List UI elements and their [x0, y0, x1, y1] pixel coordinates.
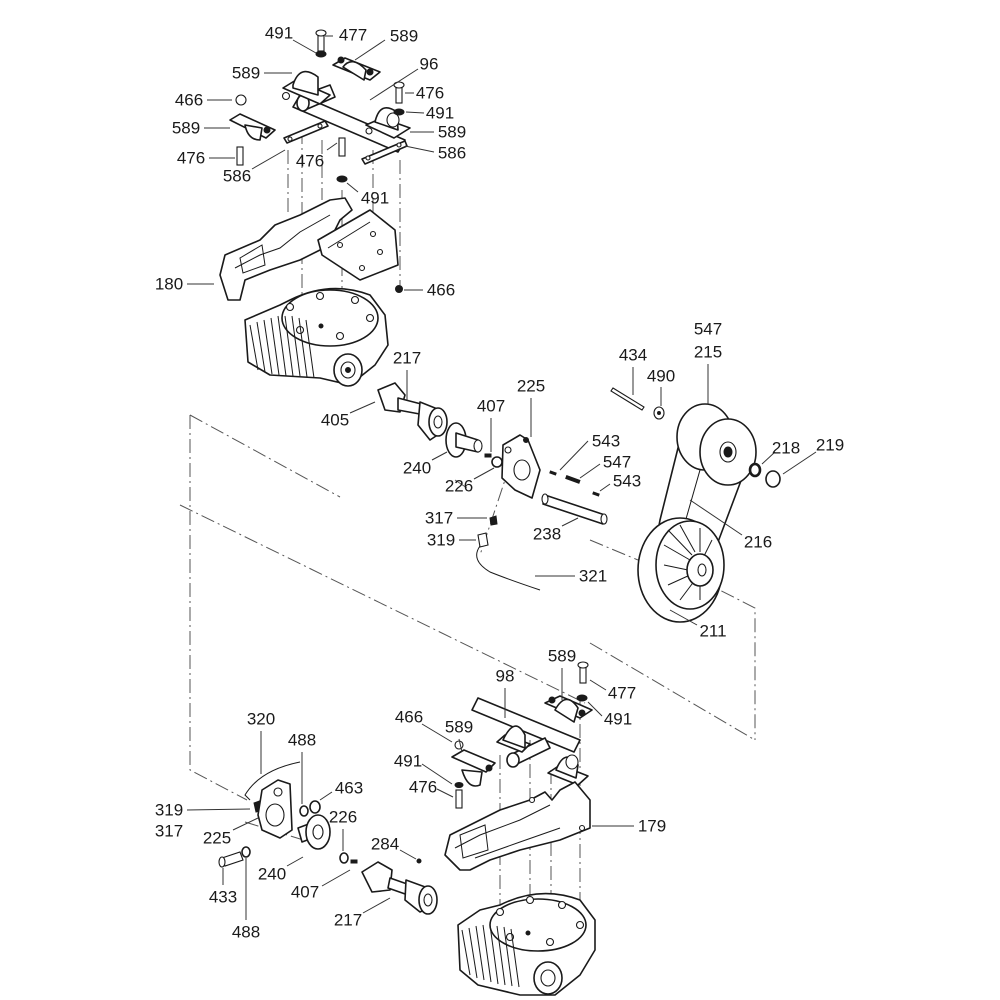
shaft-238-drawing	[541, 470, 608, 525]
bracket-225-upper-drawing	[476, 434, 541, 591]
callout-215: 215	[693, 342, 723, 362]
callout-488: 488	[287, 730, 317, 750]
callout-225: 225	[202, 828, 232, 848]
callout-319: 319	[154, 800, 184, 820]
callout-547: 547	[602, 452, 632, 472]
callout-320: 320	[246, 709, 276, 729]
callout-96: 96	[419, 54, 439, 74]
lower-shaft-assembly-drawing	[451, 661, 593, 809]
callout-589: 589	[231, 63, 261, 83]
callout-589: 589	[444, 717, 474, 737]
callout-476: 476	[415, 83, 445, 103]
callout-238: 238	[532, 524, 562, 544]
bracket-180-drawing	[219, 197, 403, 301]
callout-317: 317	[424, 508, 454, 528]
callout-488: 488	[231, 922, 261, 942]
callout-476: 476	[408, 777, 438, 797]
callout-407: 407	[476, 396, 506, 416]
callout-586: 586	[437, 143, 467, 163]
callout-490: 490	[646, 366, 676, 386]
callout-491: 491	[603, 709, 633, 729]
callout-476: 476	[176, 148, 206, 168]
callout-586: 586	[222, 166, 252, 186]
callout-225: 225	[516, 376, 546, 396]
callout-240: 240	[257, 864, 287, 884]
gearbox-upper-drawing	[244, 287, 389, 387]
callout-217: 217	[333, 910, 363, 930]
callout-463: 463	[334, 778, 364, 798]
callout-317: 317	[154, 821, 184, 841]
callout-543: 543	[612, 471, 642, 491]
gearbox-lower-drawing	[457, 892, 596, 996]
callout-477: 477	[607, 683, 637, 703]
callout-476: 476	[295, 151, 325, 171]
callout-434: 434	[618, 345, 648, 365]
callout-491: 491	[360, 188, 390, 208]
callout-216: 216	[743, 532, 773, 552]
callout-477: 477	[338, 25, 368, 45]
callout-180: 180	[154, 274, 184, 294]
driveshaft-upper-drawing	[377, 382, 503, 468]
callout-321: 321	[578, 566, 608, 586]
callout-226: 226	[328, 807, 358, 827]
callout-407: 407	[290, 882, 320, 902]
callout-543: 543	[591, 431, 621, 451]
callout-466: 466	[394, 707, 424, 727]
callout-491: 491	[425, 103, 455, 123]
callout-547: 547	[693, 319, 723, 339]
leader-lines	[186, 35, 817, 920]
callout-433: 433	[208, 887, 238, 907]
callout-491: 491	[393, 751, 423, 771]
callout-589: 589	[171, 118, 201, 138]
callout-217: 217	[392, 348, 422, 368]
callout-218: 218	[771, 438, 801, 458]
callout-466: 466	[426, 280, 456, 300]
callout-466: 466	[174, 90, 204, 110]
callout-405: 405	[320, 410, 350, 430]
callout-226: 226	[444, 476, 474, 496]
callout-211: 211	[699, 621, 727, 641]
callout-589: 589	[389, 26, 419, 46]
pulley-belt-drawing	[610, 387, 781, 623]
callout-319: 319	[426, 530, 456, 550]
callout-240: 240	[402, 458, 432, 478]
bracket-179-drawing	[444, 781, 591, 871]
upper-shaft-assembly-drawing	[229, 29, 411, 183]
callout-491: 491	[264, 23, 294, 43]
callout-589: 589	[437, 122, 467, 142]
callout-98: 98	[495, 666, 515, 686]
callout-589: 589	[547, 646, 577, 666]
callout-179: 179	[637, 816, 667, 836]
lower-left-drive-drawing	[218, 761, 438, 915]
callout-219: 219	[815, 435, 845, 455]
callout-284: 284	[370, 834, 400, 854]
